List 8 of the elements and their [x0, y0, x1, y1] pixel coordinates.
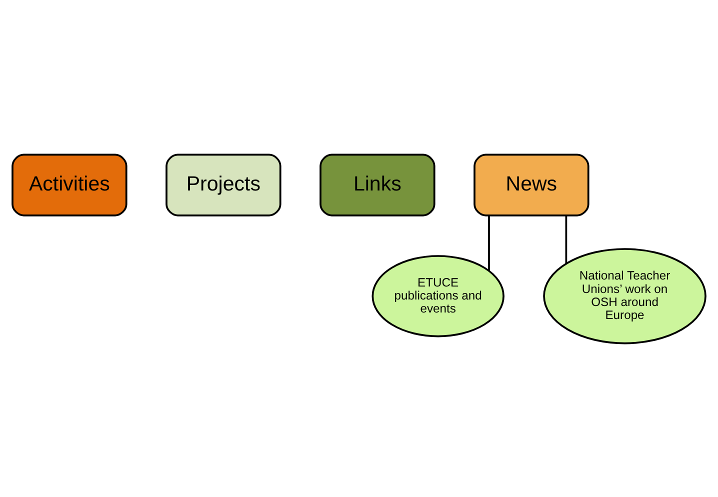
connector: [488, 214, 490, 270]
node-box: Links: [320, 153, 436, 216]
node-ellipse: ETUCE publications and events: [372, 254, 504, 337]
node-box: Activities: [12, 153, 128, 216]
node-box: Projects: [166, 153, 282, 216]
node-box: News: [474, 153, 590, 216]
connector: [565, 214, 568, 263]
node-ellipse: National Teacher Unions’ work on OSH around Europe: [543, 248, 706, 344]
